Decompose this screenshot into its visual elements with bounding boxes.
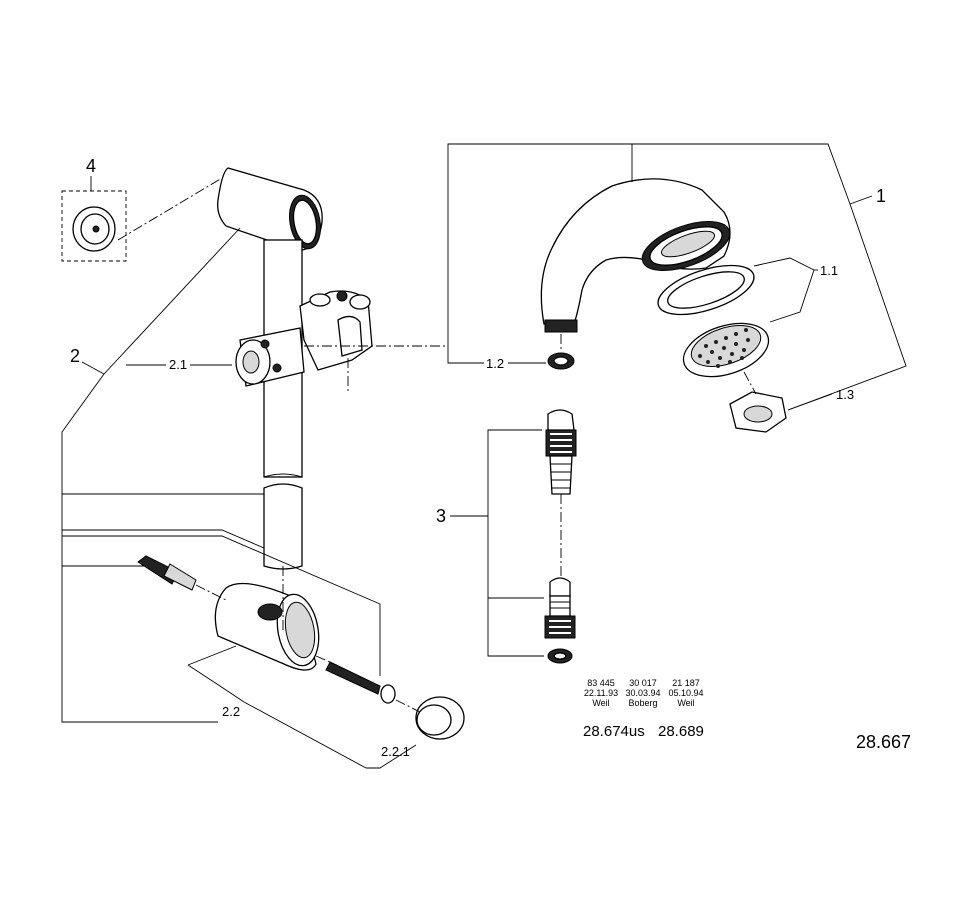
revision-date: 30.03.94 — [625, 688, 660, 698]
part-4-end-cap — [61, 176, 127, 262]
label-2: 2 — [70, 346, 80, 366]
revision-date: 05.10.94 — [668, 688, 703, 698]
label-4: 4 — [86, 156, 96, 176]
label-1-1: 1.1 — [820, 263, 838, 278]
label-2-2: 2.2 — [222, 704, 240, 719]
part-3-hose-fittings — [544, 409, 577, 664]
label-2-1: 2.1 — [169, 357, 187, 372]
label-1: 1 — [876, 186, 886, 206]
revision-number: 30 017 — [629, 678, 657, 688]
revision-table: 83 445 22.11.93 Weil 30 017 30.03.94 Bob… — [584, 678, 704, 708]
revision-name: Weil — [677, 698, 694, 708]
revision-date: 22.11.93 — [584, 688, 618, 698]
revision-name: Weil — [592, 698, 609, 708]
revision-number: 83 445 — [587, 678, 615, 688]
variant-number: 28.674us — [583, 723, 645, 740]
wall-screw-lower — [315, 655, 421, 713]
label-2-2-1: 2.2.1 — [381, 744, 410, 759]
wall-screw-upper — [137, 555, 227, 601]
model-number: 28.667 — [856, 732, 911, 752]
revision-name: Boberg — [628, 698, 657, 708]
part-1-hand-shower — [540, 178, 787, 433]
label-1-3: 1.3 — [836, 387, 854, 402]
variant-number: 28.689 — [658, 723, 704, 740]
part-2-wall-bar — [214, 167, 465, 740]
label-1-2: 1.2 — [486, 356, 504, 371]
revision-number: 21 187 — [672, 678, 700, 688]
label-3: 3 — [436, 506, 446, 526]
